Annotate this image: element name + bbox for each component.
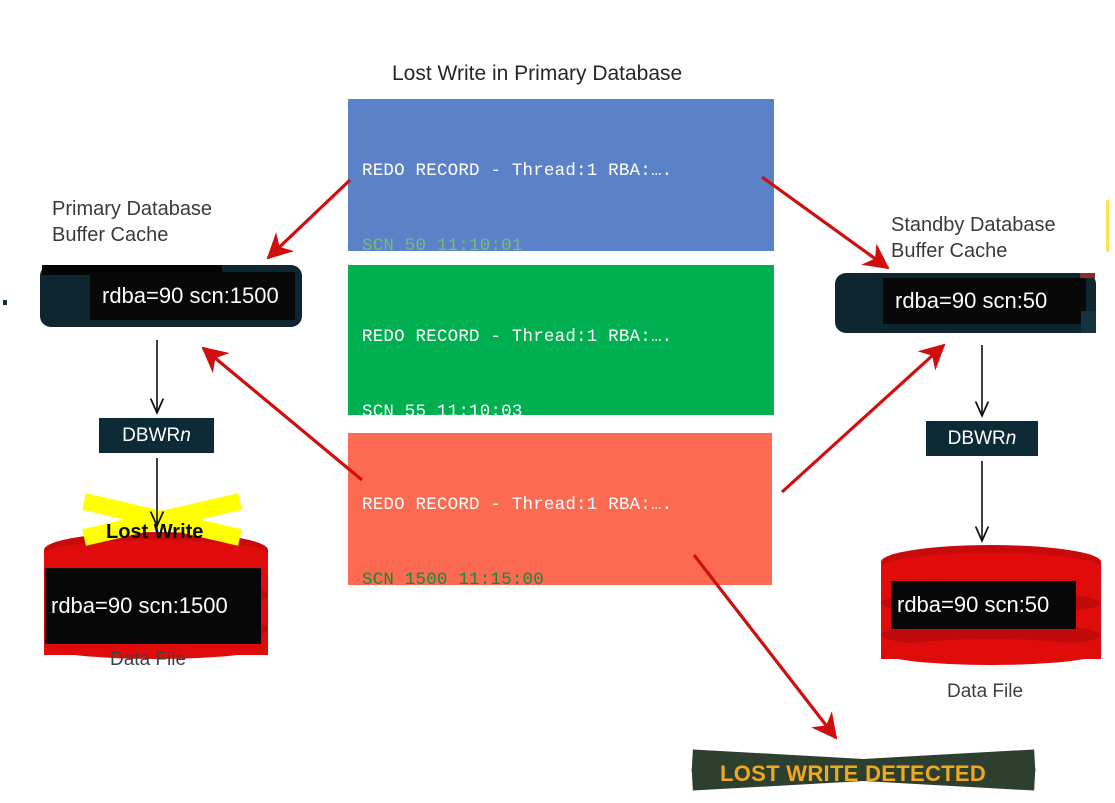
standby-datafile-caption: Data File: [947, 681, 1024, 702]
primary-buffer-cache: rdba=90 scn:1500: [40, 265, 302, 327]
primary-dbwr-suffix: n: [180, 424, 191, 446]
redo-red-line2: SCN 1500 11:15:00: [362, 570, 544, 590]
primary-dbwr-label: DBWR: [122, 424, 181, 446]
primary-heading-line2: Buffer Cache: [52, 224, 169, 246]
standby-datafile-panel: rdba=90 scn:50: [891, 581, 1076, 629]
redo-blue-line1: REDO RECORD - Thread:1 RBA:….: [362, 161, 673, 181]
primary-datafile-panel: rdba=90 scn:1500: [45, 568, 261, 644]
standby-heading: Standby Database Buffer Cache: [891, 212, 1056, 264]
primary-heading-line1: Primary Database: [52, 198, 213, 220]
standby-cache-inner: rdba=90 scn:50: [883, 278, 1086, 324]
standby-heading-line1: Standby Database: [891, 214, 1056, 236]
standby-dbwr-label: DBWR: [947, 427, 1006, 449]
primary-heading: Primary Database Buffer Cache: [52, 196, 212, 248]
redo-record-red: REDO RECORD - Thread:1 RBA:…. SCN 1500 1…: [348, 433, 772, 740]
blue-redo-to-standby-cache-arrow: [761, 175, 890, 270]
cache-top-speck: [1080, 273, 1095, 278]
lost-write-label: Lost Write: [106, 521, 204, 543]
primary-data-file-cylinder: rdba=90 scn:1500: [44, 530, 268, 660]
cylinder-top-face: [44, 540, 268, 570]
cylinder-top-face: [881, 553, 1101, 581]
standby-cache-block-label: rdba=90 scn:50: [895, 288, 1048, 313]
red-redo-to-primary-cache-arrow: [201, 346, 364, 482]
page-title: Lost Write in Primary Database: [392, 62, 683, 85]
redo-green-line2: SCN 55 11:10:03: [362, 402, 523, 422]
blue-redo-to-primary-cache-arrow: [266, 178, 352, 260]
primary-datafile-block-label: rdba=90 scn:1500: [51, 593, 228, 618]
cylinder-bottom-disc: [881, 639, 1101, 665]
redo-record-blue: REDO RECORD - Thread:1 RBA:…. SCN 50 11:…: [348, 99, 774, 406]
edge-speck-left: [3, 300, 7, 305]
standby-heading-line2: Buffer Cache: [891, 240, 1008, 262]
cache-top-strip: [42, 265, 222, 275]
redo-red-line4: Delete: [362, 720, 427, 740]
primary-cache-inner: rdba=90 scn:1500: [90, 272, 295, 320]
redo-red-line3: CHANGE#3 DBA:90 SCN:3 OP:11.3: [362, 645, 673, 665]
redo-blue-line2: SCN 50 11:10:01: [362, 236, 523, 256]
redo-red-line1: REDO RECORD - Thread:1 RBA:….: [362, 495, 673, 515]
primary-datafile-caption: Data File: [110, 649, 187, 670]
redo-green-line1: REDO RECORD - Thread:1 RBA:….: [362, 327, 673, 347]
standby-buffer-cache: rdba=90 scn:50: [835, 273, 1096, 333]
cache-corner-nick: [1081, 311, 1096, 333]
red-redo-to-standby-cache-arrow: [780, 343, 946, 494]
standby-data-file-cylinder: rdba=90 scn:50: [881, 545, 1101, 665]
standby-datafile-block-label: rdba=90 scn:50: [897, 592, 1050, 617]
redo-record-green: REDO RECORD - Thread:1 RBA:…. SCN 55 11:…: [348, 265, 774, 572]
edge-sliver-right: [1106, 200, 1109, 252]
primary-cache-block-label: rdba=90 scn:1500: [102, 283, 279, 308]
standby-dbwr-suffix: n: [1005, 427, 1017, 449]
lost-write-detected-label: LOST WRITE DETECTED: [720, 761, 987, 786]
